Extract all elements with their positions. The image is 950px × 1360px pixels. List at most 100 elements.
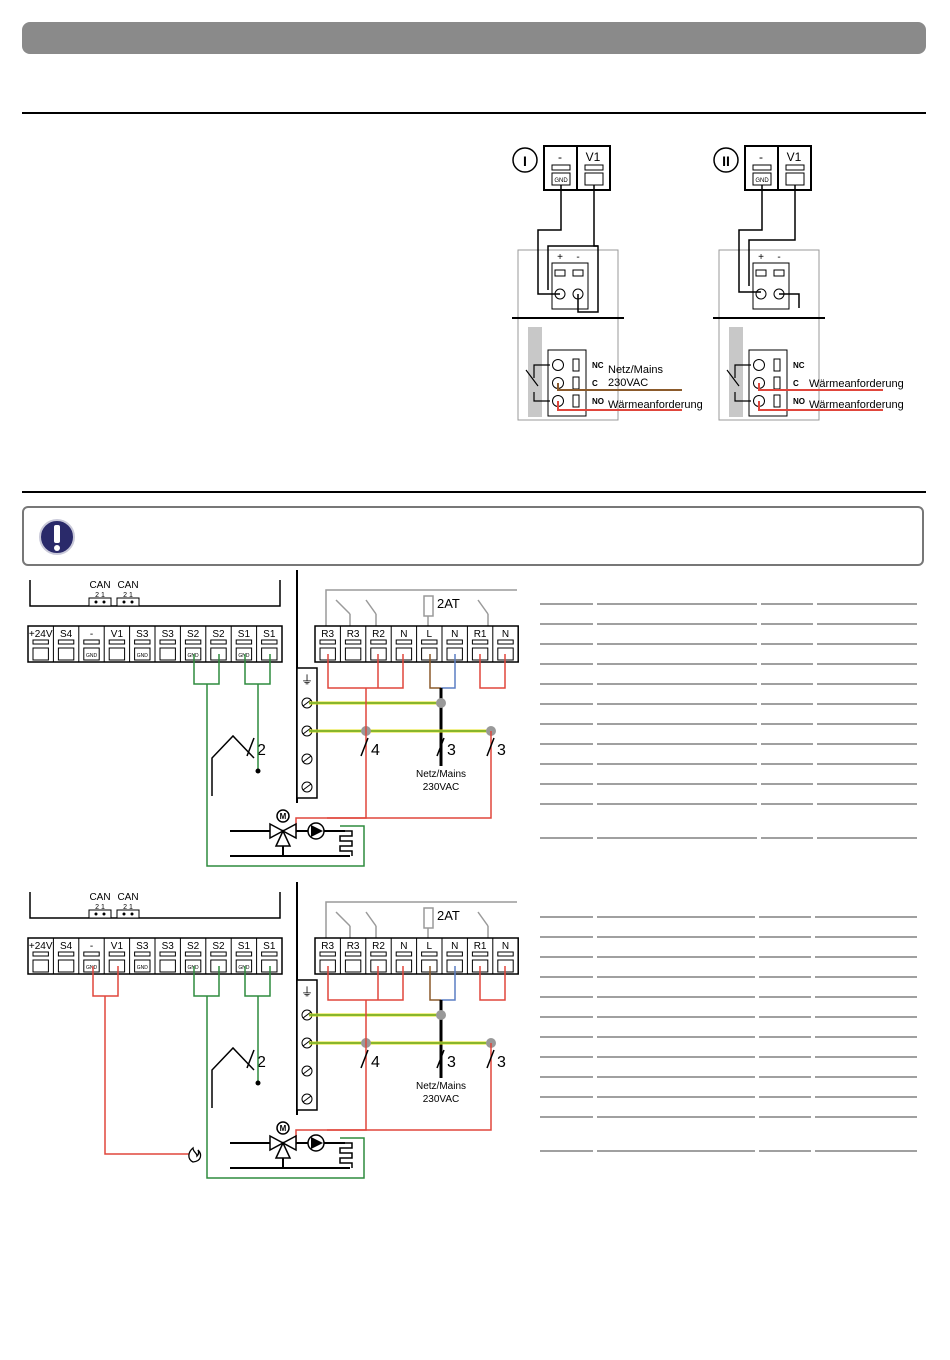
terminal-label-S2: S2 [187, 941, 200, 952]
gnd-label: GND [86, 653, 98, 659]
terminal-slot [210, 951, 227, 957]
contact-screw-nc [753, 359, 765, 371]
terminal-screw [57, 647, 75, 661]
relay-switch [335, 911, 351, 927]
terminal-screw [108, 647, 126, 661]
wire-v1 [577, 185, 599, 313]
exclamation-icon [39, 519, 75, 555]
terminal-label-S1: S1 [238, 629, 251, 640]
label-heat-request: Wärmeanforderung [809, 378, 904, 390]
terminal-label-S3: S3 [162, 629, 175, 640]
mains-label-line2: 230VAC [423, 1094, 460, 1105]
ground-screw-slot [302, 1095, 312, 1103]
valve-motor-icon [276, 1121, 290, 1135]
ground-screw-slot [302, 1011, 312, 1019]
can-pin [122, 912, 126, 916]
gnd-label: GND [238, 653, 250, 659]
terminal-screw [184, 959, 202, 973]
terminal-label-R3: R3 [321, 941, 334, 952]
terminal-slot [584, 164, 604, 171]
terminal-slot [108, 639, 126, 645]
contact-slot-nc [572, 358, 580, 372]
variant-number: I [523, 153, 527, 169]
switch-line [734, 392, 751, 402]
plus-label: + [557, 252, 563, 263]
terminal-slot [785, 164, 805, 171]
label-heat-request: Wärmeanforderung [809, 399, 904, 411]
wire-pump [327, 731, 492, 819]
floor-heating-coil-icon [339, 1142, 353, 1168]
terminal-slot [134, 951, 151, 957]
wire-heat-request [758, 401, 883, 411]
can-pins: 2 1 [95, 904, 105, 911]
terminal-slot [421, 639, 438, 645]
contact-screw-nc [552, 359, 564, 371]
dc-slot [773, 269, 785, 277]
floor-heating-coil-icon [339, 830, 353, 856]
can-label: CAN [89, 580, 110, 591]
terminal-screw [184, 647, 202, 661]
ground-screw-slot [302, 727, 312, 735]
contact-label-nc: NC [793, 361, 805, 370]
switch-contact [525, 369, 539, 387]
controller-housing [29, 892, 281, 919]
ground-screw-slot [302, 1039, 312, 1047]
terminal-slot [319, 639, 336, 645]
terminal-label-S2: S2 [212, 629, 225, 640]
terminal-label-S1: S1 [263, 941, 276, 952]
can-pin [94, 912, 98, 916]
gnd-label: GND [137, 965, 149, 971]
mains-label-line1: Netz/Mains [416, 1081, 466, 1092]
wire-count-tick [246, 1049, 255, 1069]
can-pin [102, 912, 106, 916]
relay-switch [477, 911, 489, 927]
can-connector [116, 597, 140, 607]
terminal-screw [235, 959, 253, 973]
sensor-icon [255, 768, 261, 774]
relay-variant-ii: II-V1GND+-NCCNOWärmeanforderungWärmeanfo… [713, 145, 904, 421]
terminal-slot [235, 951, 253, 957]
wire-count-1: 4 [371, 742, 380, 759]
can-label: CAN [117, 892, 138, 903]
controller-housing [29, 580, 281, 607]
relay-switch [365, 599, 377, 615]
note-box [22, 506, 924, 566]
wire-count-tick [436, 1049, 445, 1069]
gnd-label: GND [137, 653, 149, 659]
terminal-label-V1: V1 [111, 629, 124, 640]
mixing-valve-icon [269, 822, 285, 840]
wire-count-1: 4 [371, 1054, 380, 1071]
terminal-label-S4: S4 [60, 629, 73, 640]
terminal-screw [235, 647, 253, 661]
terminal-screw [395, 959, 413, 973]
terminal-label-R3: R3 [347, 629, 360, 640]
contact-label-nc: NC [592, 361, 604, 370]
terminal-slot [235, 639, 253, 645]
relay-body-strip [729, 327, 743, 417]
terminal-screw [32, 647, 49, 661]
terminal-slot [370, 639, 387, 645]
contact-slot-no [773, 394, 781, 408]
ground-screw-slot [302, 699, 312, 707]
wire-heat-request [758, 383, 883, 391]
label-mains-line2: 230VAC [608, 377, 648, 389]
terminal-slot [57, 639, 75, 645]
dc-slot [572, 269, 584, 277]
label-mains-line1: Netz/Mains [608, 364, 664, 376]
terminal-label-R2: R2 [372, 941, 385, 952]
contact-label-c: C [592, 379, 598, 388]
valve-motor-label: M [280, 1124, 287, 1133]
terminal-screw [344, 647, 362, 661]
terminal-slot [57, 951, 75, 957]
contact-label-no: NO [592, 397, 604, 406]
terminal-label-N: N [400, 629, 407, 640]
terminal-screw [344, 959, 362, 973]
earth-symbol: ⏚ [301, 985, 313, 999]
terminal-slot [551, 164, 571, 171]
can-pins: 2 1 [123, 592, 133, 599]
section-divider-middle [22, 491, 926, 493]
terminal-screw [32, 959, 49, 973]
wire-flow-sensor [206, 996, 365, 1179]
terminal-slot [344, 639, 362, 645]
terminal-label-S2: S2 [212, 941, 225, 952]
